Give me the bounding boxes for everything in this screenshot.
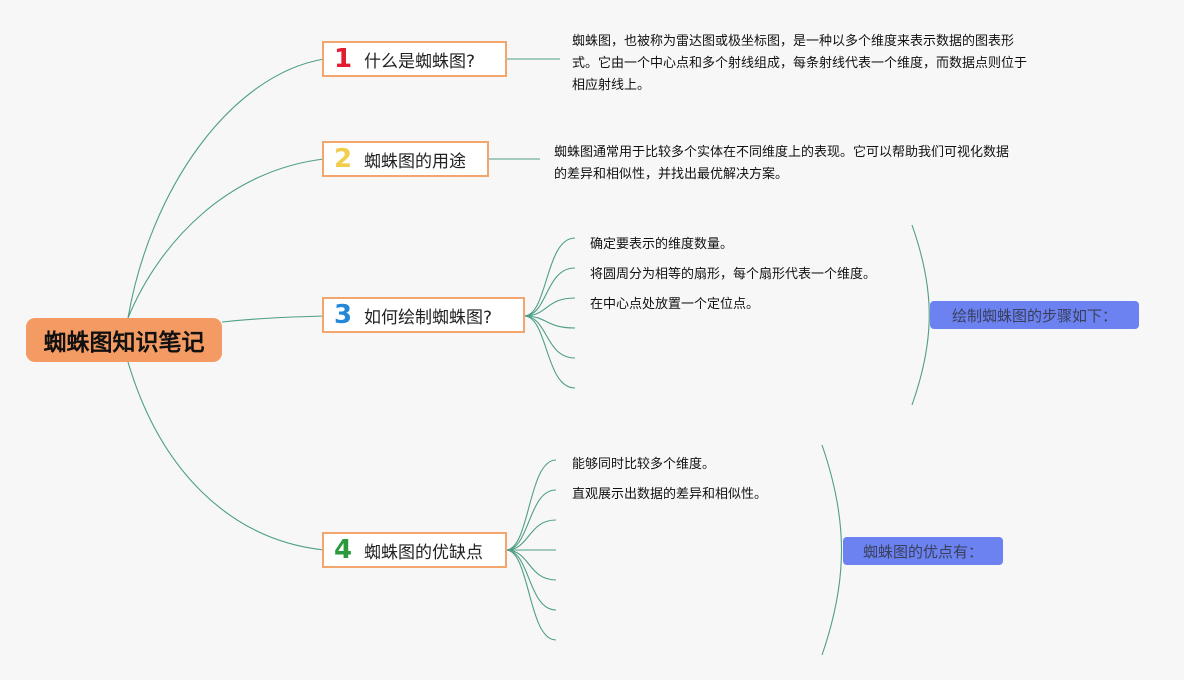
description-line: 式。它由一个中心点和多个射线组成，每条射线代表一个维度，而数据点则位于 <box>572 56 1028 71</box>
summary-label: 绘制蜘蛛图的步骤如下： <box>951 306 1117 325</box>
description-line: 蜘蛛图通常用于比较多个实体在不同维度上的表现。它可以帮助我们可视化数据 <box>554 145 1010 160</box>
topic-label: 什么是蜘蛛图? <box>364 51 476 72</box>
topic-how-to-draw[interactable]: 3 如何绘制蜘蛛图? <box>322 297 525 333</box>
description-uses[interactable]: 蜘蛛图通常用于比较多个实体在不同维度上的表现。它可以帮助我们可视化数据 的差异和… <box>554 142 1074 186</box>
number-2-icon: 2 <box>333 144 353 174</box>
topic-label: 蜘蛛图的用途 <box>364 151 466 172</box>
step-item[interactable]: 确定要表示的维度数量。 <box>590 237 734 252</box>
summary-label: 蜘蛛图的优点有： <box>862 542 983 561</box>
topic-pros-cons[interactable]: 4 蜘蛛图的优缺点 <box>322 532 507 568</box>
step-item[interactable]: 将圆周分为相等的扇形，每个扇形代表一个维度。 <box>590 267 877 282</box>
pro-item[interactable]: 直观展示出数据的差异和相似性。 <box>572 487 768 502</box>
steps-summary[interactable]: 绘制蜘蛛图的步骤如下： <box>930 301 1139 329</box>
root-label: 蜘蛛图知识笔记 <box>43 330 205 356</box>
topic-uses[interactable]: 2 蜘蛛图的用途 <box>322 141 489 177</box>
topic-label: 如何绘制蜘蛛图? <box>364 307 493 328</box>
number-1-icon: 1 <box>333 44 353 74</box>
step-item[interactable]: 在中心点处放置一个定位点。 <box>590 297 760 312</box>
description-what-is[interactable]: 蜘蛛图，也被称为雷达图或极坐标图，是一种以多个维度来表示数据的图表形 式。它由一… <box>572 31 1072 97</box>
pros-summary[interactable]: 蜘蛛图的优点有： <box>843 537 1003 565</box>
description-line: 的差异和相似性，并找出最优解决方案。 <box>554 167 789 182</box>
root-node[interactable]: 蜘蛛图知识笔记 <box>26 318 222 362</box>
number-4-icon: 4 <box>333 535 353 565</box>
topic-what-is[interactable]: 1 什么是蜘蛛图? <box>322 41 507 77</box>
number-3-icon: 3 <box>333 300 353 330</box>
pro-item[interactable]: 能够同时比较多个维度。 <box>572 457 716 472</box>
description-line: 相应射线上。 <box>572 78 651 93</box>
topic-label: 蜘蛛图的优缺点 <box>364 542 483 563</box>
description-line: 蜘蛛图，也被称为雷达图或极坐标图，是一种以多个维度来表示数据的图表形 <box>572 34 1015 49</box>
